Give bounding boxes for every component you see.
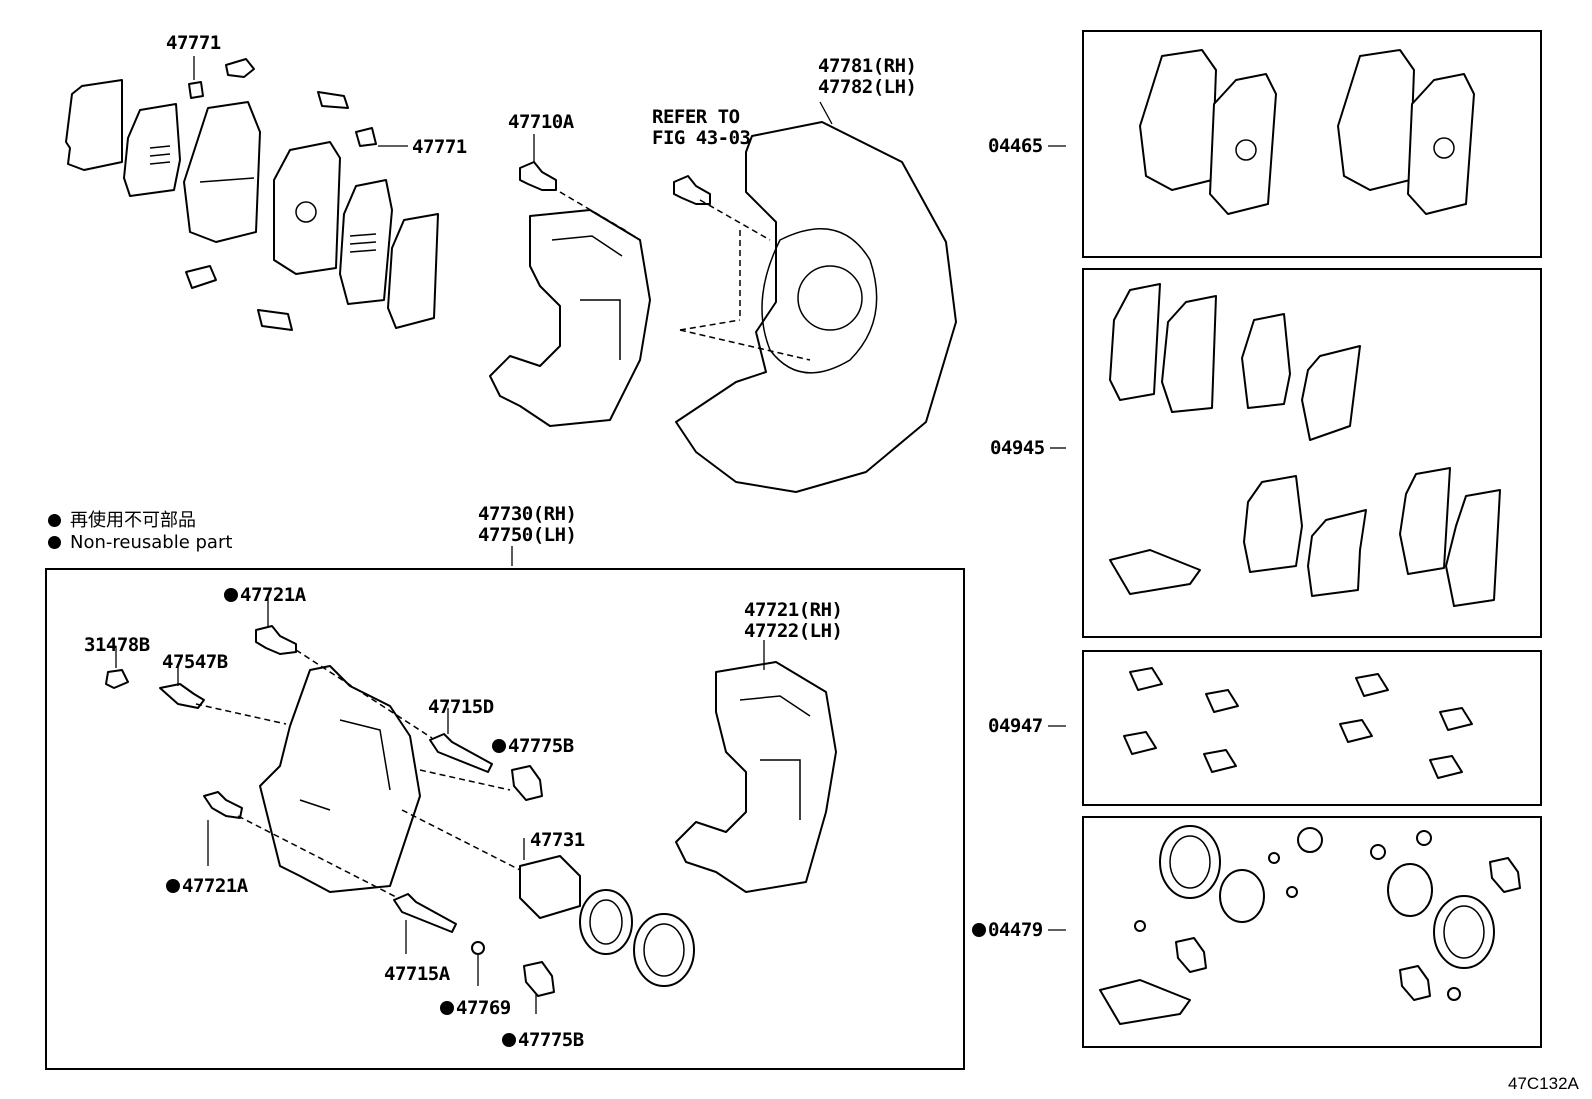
part-label-04947[interactable]: 04947 [988, 715, 1043, 737]
bolt-refer-fig-shape [673, 175, 711, 205]
part-label-47775b-bot[interactable]: 47775B [502, 1030, 584, 1051]
label-47730-rh: 47730(RH) [478, 503, 577, 525]
kit-04945-drawing [1109, 283, 1501, 607]
boot-47775b-bot-shape [523, 961, 555, 997]
kit-04465-drawing [1139, 49, 1475, 215]
pad-set-exploded [65, 58, 439, 331]
caliper-cylinder-shape [259, 665, 421, 893]
part-label-31478b[interactable]: 31478B [84, 634, 150, 656]
anti-squeal-shim-outer [65, 79, 123, 171]
label-47781-rh: 47781(RH) [818, 55, 917, 77]
pad-shim-3 [339, 179, 393, 305]
kit-04479-drawing [1099, 825, 1521, 1025]
label-47722-lh: 47722(LH) [744, 620, 843, 642]
kit-04947-box [1082, 650, 1542, 806]
figure-id: 47C132A [1508, 1074, 1579, 1093]
bolt-47721a-top-shape [255, 625, 297, 655]
bracket-upper-shape [489, 209, 651, 427]
pad-clip-3 [317, 91, 349, 109]
caliper-assembly-drawing [105, 625, 837, 997]
part-label-47771-top[interactable]: 47771 [166, 32, 221, 54]
refer-to-fig-note[interactable]: REFER TO FIG 43-03 [652, 106, 751, 149]
pin-47715d-shape [429, 733, 493, 773]
piston-seal-shape [579, 889, 633, 955]
part-label-04465[interactable]: 04465 [988, 135, 1043, 157]
part-label-47721a-top[interactable]: 47721A [224, 585, 306, 606]
part-label-47547b[interactable]: 47547B [162, 651, 228, 673]
pad-clip-5 [257, 309, 293, 331]
part-label-47721a-mid[interactable]: 47721A [166, 876, 248, 897]
pad-shim-4 [387, 213, 439, 329]
kit-04945-box [1082, 268, 1542, 638]
brake-pad-outer [183, 101, 261, 243]
non-reusable-bullet-icon [502, 1033, 516, 1047]
part-label-47715a[interactable]: 47715A [384, 963, 450, 985]
pad-clip-6 [355, 127, 377, 147]
non-reusable-bullet-icon [492, 739, 506, 753]
boot-47775b-top-shape [511, 765, 543, 801]
pad-clip-4 [185, 265, 217, 289]
label-47782-lh: 47782(LH) [818, 76, 917, 98]
part-label-47775b-top[interactable]: 47775B [492, 736, 574, 757]
part-label-47710a[interactable]: 47710A [508, 111, 574, 133]
part-label-dust-cover[interactable]: 47781(RH) 47782(LH) [818, 55, 917, 98]
dust-shield-shape [675, 121, 957, 493]
non-reusable-bullet-icon [224, 588, 238, 602]
kit-04465-box [1082, 30, 1542, 258]
caliper-assembly-box [45, 568, 965, 1070]
pin-47715a-shape [393, 893, 457, 933]
part-label-04479[interactable]: 04479 [972, 920, 1043, 941]
part-label-cylinder-assy[interactable]: 47730(RH) 47750(LH) [478, 503, 577, 546]
part-label-47769[interactable]: 47769 [440, 998, 511, 1019]
legend-non-reusable-en: Non-reusable part [48, 532, 232, 553]
non-reusable-bullet-icon [166, 879, 180, 893]
label-47750-lh: 47750(LH) [478, 524, 577, 546]
disc-brake-dust-cover [673, 101, 957, 493]
brake-pad-inner [273, 141, 341, 275]
part-label-caliper-mounting[interactable]: 47721(RH) 47722(LH) [744, 599, 843, 642]
kit-04947-drawing [1123, 667, 1473, 779]
part-label-47731[interactable]: 47731 [530, 829, 585, 851]
bleeder-47547b-shape [159, 683, 205, 709]
plug-31478b-shape [105, 669, 129, 689]
piston-47731-shape [519, 855, 581, 919]
pad-clip-2 [188, 81, 204, 99]
refer-line-2: FIG 43-03 [652, 127, 751, 149]
non-reusable-bullet-icon [972, 923, 986, 937]
caliper-mounting-shape [675, 661, 837, 893]
caliper-bracket-upper [489, 161, 651, 427]
leader-lines [115, 56, 1066, 1014]
bolt-47710a-shape [519, 161, 557, 191]
bullet-icon [48, 536, 61, 549]
pad-clip-1 [225, 58, 255, 78]
label-47721-rh: 47721(RH) [744, 599, 843, 621]
anti-squeal-shim-inner [123, 103, 181, 197]
bullet-icon [48, 514, 61, 527]
kit-04479-box [1082, 816, 1542, 1048]
part-label-04945[interactable]: 04945 [990, 437, 1045, 459]
non-reusable-bullet-icon [440, 1001, 454, 1015]
part-label-47771-side[interactable]: 47771 [412, 136, 467, 158]
bolt-47721a-mid-shape [203, 791, 243, 819]
legend-non-reusable-jp: 再使用不可部品 [48, 506, 196, 532]
part-label-47715d[interactable]: 47715D [428, 696, 494, 718]
refer-line-1: REFER TO [652, 106, 740, 128]
